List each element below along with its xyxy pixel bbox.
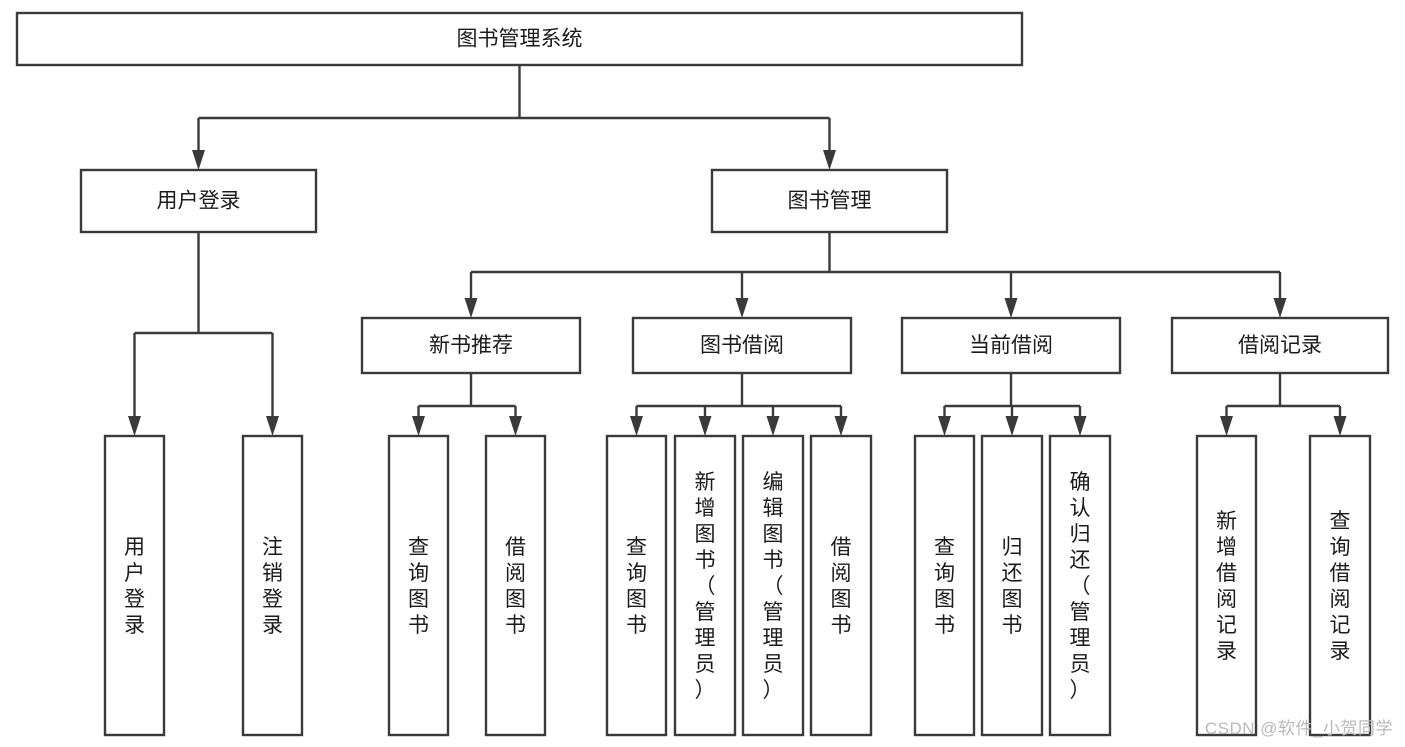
- arrow-head-icon: [1273, 298, 1287, 318]
- node-leaf-query-book-3[interactable]: 查询图书: [913, 434, 976, 737]
- node-label: 新书推荐: [429, 334, 513, 357]
- node-label: 新增图书（管理员）: [695, 471, 716, 702]
- node-box[interactable]: [913, 434, 976, 737]
- node-box[interactable]: [484, 434, 547, 737]
- node-label: 图书管理: [788, 190, 872, 213]
- arrow-head-icon: [266, 416, 279, 436]
- node-box[interactable]: [605, 434, 668, 737]
- node-box[interactable]: [1170, 316, 1390, 375]
- node-box[interactable]: [900, 316, 1122, 375]
- node-leaf-confirm-return[interactable]: 确认归还（管理员）: [1048, 434, 1112, 737]
- arrow-head-icon: [698, 416, 712, 436]
- node-user-login[interactable]: 用户登录: [79, 168, 318, 234]
- node-box[interactable]: [710, 168, 949, 234]
- arrow-head-icon: [1333, 416, 1347, 436]
- node-leaf-query-book-2[interactable]: 查询图书: [605, 434, 668, 737]
- node-label: 借阅图书: [831, 536, 852, 637]
- arrow-head-icon: [823, 150, 836, 170]
- node-box[interactable]: [1195, 434, 1258, 737]
- arrow-head-icon: [1220, 416, 1233, 436]
- arrow-head-icon: [834, 416, 848, 436]
- node-label: 确认归还（管理员）: [1070, 471, 1091, 702]
- connector-group-root: [192, 65, 836, 170]
- node-box[interactable]: [241, 434, 304, 737]
- node-leaf-logout[interactable]: 注销登录: [241, 434, 304, 737]
- watermark-label: CSDN @软件_小贺同学: [1204, 719, 1393, 738]
- connector-layer: [128, 65, 1347, 436]
- arrow-head-icon: [1073, 416, 1087, 436]
- node-box[interactable]: [980, 434, 1044, 737]
- node-label: 用户登录: [157, 190, 241, 213]
- node-leaf-add-record[interactable]: 新增借阅记录: [1195, 434, 1258, 737]
- node-label: 当前借阅: [969, 334, 1053, 357]
- node-leaf-edit-book[interactable]: 编辑图书（管理员）: [741, 434, 805, 737]
- node-label: 借阅记录: [1238, 334, 1322, 357]
- node-box[interactable]: [15, 11, 1024, 67]
- arrow-head-icon: [509, 416, 522, 436]
- node-leaf-add-book[interactable]: 新增图书（管理员）: [673, 434, 737, 737]
- arrow-head-icon: [938, 416, 951, 436]
- node-label: 查询图书: [408, 536, 429, 637]
- connector-group-book-borrow: [630, 373, 848, 436]
- connector-group-current-borrow: [938, 373, 1087, 436]
- arrow-head-icon: [766, 416, 780, 436]
- arrow-head-icon: [630, 416, 643, 436]
- node-box[interactable]: [360, 316, 582, 375]
- arrow-head-icon: [1004, 298, 1018, 318]
- node-current-borrow[interactable]: 当前借阅: [900, 316, 1122, 375]
- node-leaf-query-book-1[interactable]: 查询图书: [387, 434, 450, 737]
- connector-group-new-book-rec: [412, 373, 522, 436]
- node-label: 新增借阅记录: [1216, 510, 1237, 663]
- arrow-head-icon: [464, 298, 478, 318]
- node-book-borrow[interactable]: 图书借阅: [631, 316, 853, 375]
- node-label: 查询借阅记录: [1330, 510, 1351, 663]
- node-box[interactable]: [103, 434, 166, 737]
- node-box[interactable]: [741, 434, 805, 737]
- node-leaf-return-book[interactable]: 归还图书: [980, 434, 1044, 737]
- node-new-book-rec[interactable]: 新书推荐: [360, 316, 582, 375]
- arrow-head-icon: [735, 298, 749, 318]
- node-box[interactable]: [809, 434, 873, 737]
- node-box[interactable]: [79, 168, 318, 234]
- arrow-head-icon: [412, 416, 425, 436]
- node-leaf-borrow-book-1[interactable]: 借阅图书: [484, 434, 547, 737]
- node-box[interactable]: [631, 316, 853, 375]
- arrow-head-icon: [128, 416, 141, 436]
- connector-group-book-manage: [464, 232, 1287, 318]
- connector-group-user-login: [128, 232, 279, 436]
- arrow-head-icon: [1005, 416, 1019, 436]
- node-box[interactable]: [673, 434, 737, 737]
- node-label: 借阅图书: [505, 536, 526, 637]
- node-leaf-query-record[interactable]: 查询借阅记录: [1308, 434, 1372, 737]
- node-label: 图书管理系统: [457, 28, 583, 51]
- node-label: 图书借阅: [700, 334, 784, 357]
- connector-group-borrow-record: [1220, 373, 1347, 436]
- node-leaf-borrow-book-2[interactable]: 借阅图书: [809, 434, 873, 737]
- node-borrow-record[interactable]: 借阅记录: [1170, 316, 1390, 375]
- node-box[interactable]: [1048, 434, 1112, 737]
- node-root[interactable]: 图书管理系统: [15, 11, 1024, 67]
- node-leaf-user-login[interactable]: 用户登录: [103, 434, 166, 737]
- node-box[interactable]: [1308, 434, 1372, 737]
- node-label: 用户登录: [124, 536, 145, 637]
- node-layer: 图书管理系统用户登录图书管理新书推荐图书借阅当前借阅借阅记录用户登录注销登录查询…: [15, 11, 1390, 737]
- node-label: 查询图书: [934, 536, 955, 637]
- node-label: 归还图书: [1002, 536, 1023, 637]
- node-label: 查询图书: [626, 536, 647, 637]
- node-label: 注销登录: [262, 536, 283, 637]
- node-box[interactable]: [387, 434, 450, 737]
- node-label: 编辑图书（管理员）: [763, 471, 784, 702]
- node-book-manage[interactable]: 图书管理: [710, 168, 949, 234]
- arrow-head-icon: [192, 150, 205, 170]
